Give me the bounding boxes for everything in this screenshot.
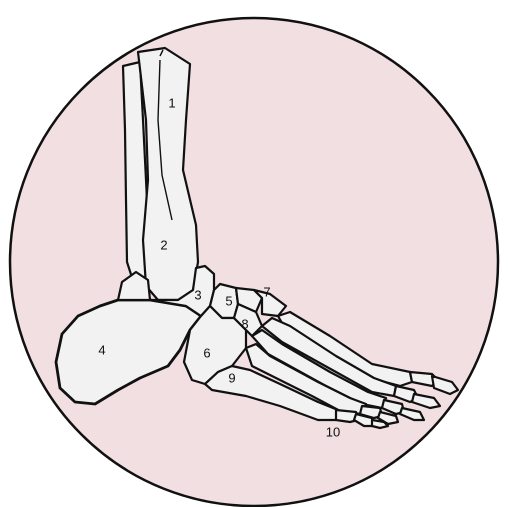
- label-3: 3: [194, 287, 201, 302]
- label-9: 9: [228, 370, 235, 385]
- label-8: 8: [241, 316, 248, 331]
- label-5: 5: [225, 293, 232, 308]
- label-1: 1: [168, 95, 175, 110]
- label-10: 10: [326, 424, 340, 439]
- label-7: 7: [263, 284, 270, 299]
- background-circle: [10, 18, 498, 506]
- label-6: 6: [203, 345, 210, 360]
- label-2: 2: [160, 237, 167, 252]
- label-4: 4: [98, 342, 105, 357]
